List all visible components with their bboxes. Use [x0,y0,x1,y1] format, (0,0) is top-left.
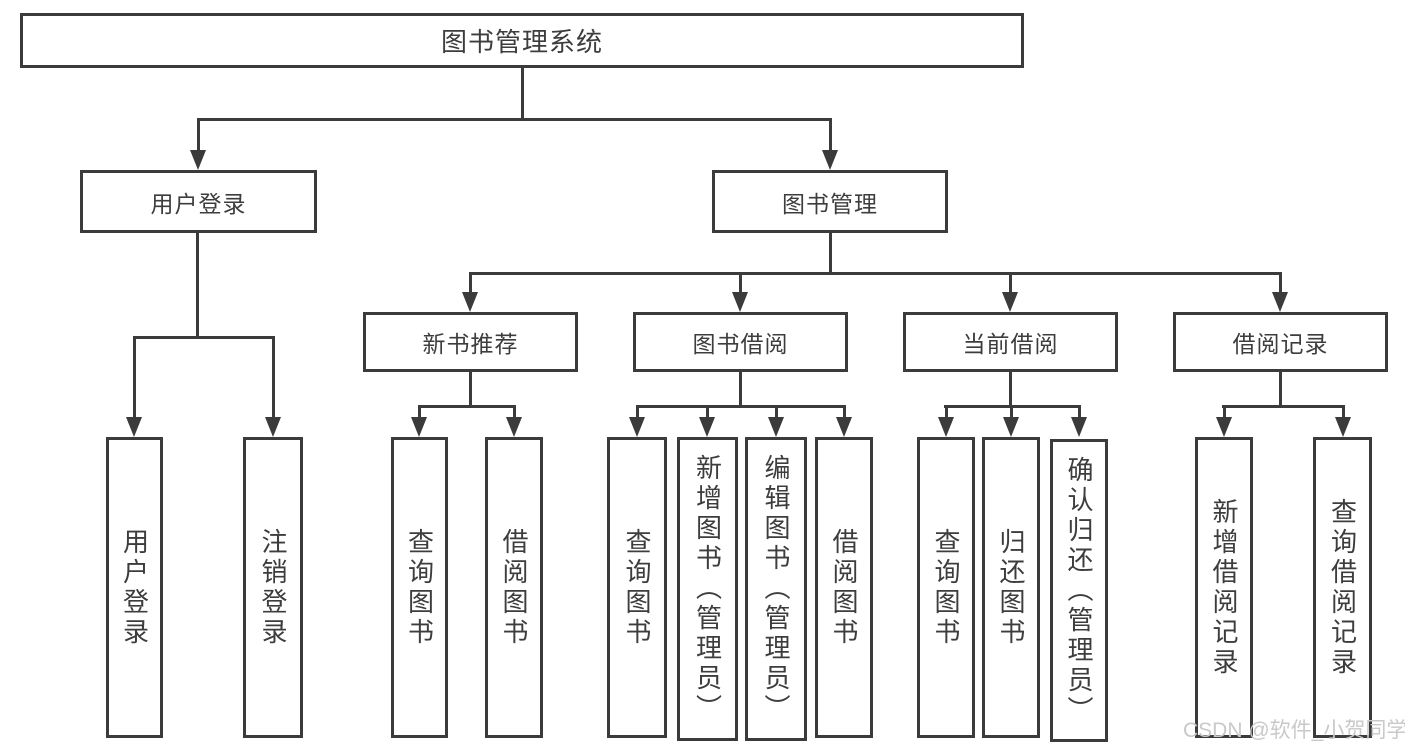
arrow-g5-2 [1335,405,1351,437]
leaf-cb-confirm-return-admin-label: 确认归还（管理员） [1064,455,1094,726]
leaf-user-login-label: 用户登录 [119,527,150,648]
node-current-borrow: 当前借阅 [903,312,1118,372]
node-root-system: 图书管理系统 [20,13,1024,68]
leaf-nb-query-book-label: 查询图书 [404,527,435,648]
leaf-bb-query-book-label: 查询图书 [622,527,652,648]
leaf-cb-query-book-label: 查询图书 [931,527,961,648]
arrow-g4-3 [1071,405,1087,437]
leaf-bb-edit-book-admin-label: 编辑图书（管理员） [761,454,791,724]
leaf-nb-borrow-book: 借阅图书 [485,437,543,738]
leaf-logout: 注销登录 [243,437,303,738]
node-current-borrow-label: 当前借阅 [962,331,1059,357]
arrow-to-book-borrow [732,272,748,312]
node-user-login-label: 用户登录 [150,190,247,217]
leaf-bb-add-book-admin: 新增图书（管理员） [677,437,738,741]
leaf-user-login: 用户登录 [106,437,163,738]
leaf-cb-return-book-label: 归还图书 [996,527,1026,648]
node-new-book-recommend-label: 新书推荐 [422,331,519,357]
arrow-g4-2 [1003,405,1019,437]
connector-g5-trunk [1279,372,1282,405]
connector-g4-split [944,405,1081,408]
node-borrow-record: 借阅记录 [1173,312,1388,372]
node-root-label: 图书管理系统 [440,27,603,57]
arrow-to-current-borrow [1002,272,1018,312]
node-book-borrow-label: 图书借阅 [692,331,789,357]
connector-root-split [198,118,831,121]
arrow-g3-3 [768,405,784,437]
arrow-to-book-mgmt [822,118,838,170]
connector-bookmgmt-trunk [829,232,832,272]
arrow-g4-1 [938,405,954,437]
arrow-to-borrow-record [1272,272,1288,312]
arrow-g3-1 [629,405,645,437]
leaf-cb-query-book: 查询图书 [917,437,975,738]
node-book-management: 图书管理 [712,170,948,233]
leaf-cb-confirm-return-admin: 确认归还（管理员） [1050,439,1108,742]
connector-root-trunk [521,68,524,118]
leaf-bb-query-book: 查询图书 [607,437,667,738]
connector-g2-split [418,405,515,408]
leaf-bb-add-book-admin-label: 新增图书（管理员） [692,454,723,724]
arrow-g2-2 [506,405,522,437]
leaf-bb-borrow-book: 借阅图书 [815,437,873,738]
connector-userlogin-split [133,336,274,339]
node-book-management-label: 图书管理 [782,190,878,217]
arrow-to-new-book [462,272,478,312]
watermark: CSDN @软件_小贺同学 [1183,719,1405,742]
leaf-br-query-record-label: 查询借阅记录 [1327,497,1358,678]
connector-g3-split [636,405,846,408]
node-new-book-recommend: 新书推荐 [363,312,578,372]
leaf-bb-edit-book-admin: 编辑图书（管理员） [745,437,807,741]
node-borrow-record-label: 借阅记录 [1232,331,1329,357]
leaf-br-add-record-label: 新增借阅记录 [1209,497,1239,678]
connector-g2-trunk [469,372,472,405]
leaf-br-query-record: 查询借阅记录 [1313,437,1372,738]
arrow-to-leaf-login [126,336,142,437]
arrow-to-leaf-logout [265,336,281,437]
connector-userlogin-trunk [196,232,199,336]
arrow-g3-4 [836,405,852,437]
leaf-bb-borrow-book-label: 借阅图书 [829,527,859,648]
node-book-borrow: 图书借阅 [633,312,848,372]
leaf-br-add-record: 新增借阅记录 [1195,437,1253,738]
arrow-g3-2 [699,405,715,437]
node-user-login: 用户登录 [80,170,317,233]
leaf-nb-borrow-book-label: 借阅图书 [499,527,529,648]
arrow-g5-1 [1216,405,1232,437]
connector-g4-trunk [1009,372,1012,405]
leaf-cb-return-book: 归还图书 [982,437,1040,738]
leaf-nb-query-book: 查询图书 [391,437,448,738]
connector-g3-trunk [739,372,742,405]
leaf-logout-label: 注销登录 [258,527,288,648]
connector-g5-split [1222,405,1345,408]
arrow-g2-1 [411,405,427,437]
connector-level3-split [469,272,1282,275]
arrow-to-user-login [190,118,206,170]
